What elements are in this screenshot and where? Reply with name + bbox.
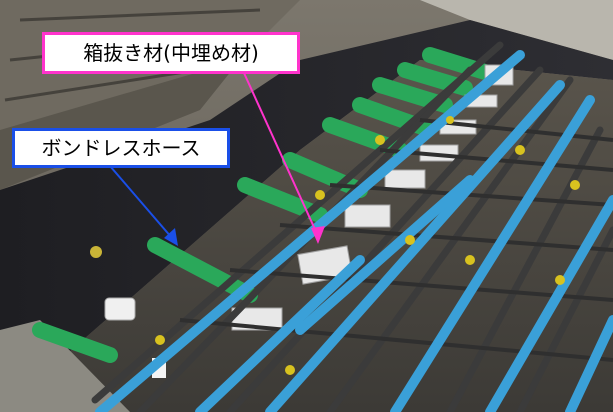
- white-pipe: [104, 297, 136, 321]
- right-wall: [420, 0, 613, 60]
- hose-arrow: [109, 165, 173, 239]
- blockout-callout-label: 箱抜き材(中埋め材): [42, 32, 300, 74]
- blue-rebars: [95, 50, 613, 412]
- formwork-edge: [0, 320, 130, 412]
- tie-wires: [155, 116, 580, 375]
- hose-callout-label: ボンドレスホース: [12, 128, 230, 168]
- black-rebars-cross: [179, 118, 613, 362]
- blockout-arrowhead: [311, 226, 325, 244]
- wall-marker: [90, 246, 102, 258]
- hose-arrowhead: [164, 228, 178, 246]
- blockout-arrow: [243, 72, 319, 237]
